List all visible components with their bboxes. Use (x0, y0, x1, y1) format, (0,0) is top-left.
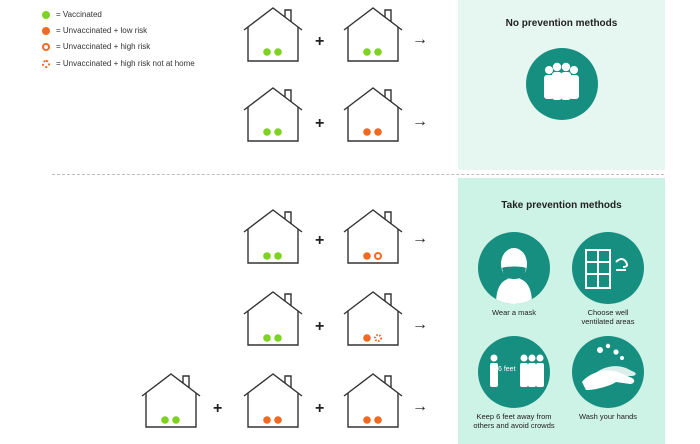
caption-line: others and avoid crowds (473, 421, 555, 430)
house-low-and-high-risk (340, 206, 406, 266)
caption-wash-hands: Wash your hands (578, 412, 638, 421)
legend-label: = Unvaccinated + high risk not at home (56, 59, 195, 68)
house-vaccinated-pair (240, 4, 306, 64)
panel-title: No prevention methods (505, 18, 618, 29)
house-unvaccinated-low-pair (340, 370, 406, 430)
hand-wash-icon (572, 336, 644, 408)
legend-label: = Vaccinated (56, 10, 102, 19)
mask-face-icon (478, 232, 550, 304)
panel-title: Take prevention methods (501, 200, 622, 211)
caption-line: ventilated areas (581, 317, 635, 326)
caption-keep-distance: Keep 6 feet away from others and avoid c… (464, 412, 564, 430)
section-divider (52, 174, 664, 175)
right-arrow-icon: → (412, 316, 428, 333)
open-window-icon (572, 232, 644, 304)
orange-dot-icon (42, 26, 50, 35)
plus-sign: + (213, 400, 223, 417)
orange-dotted-ring-icon (42, 59, 50, 68)
house-vaccinated-pair (240, 288, 306, 348)
legend-vaccinated: = Vaccinated (42, 10, 102, 19)
house-vaccinated-pair (340, 4, 406, 64)
plus-sign: + (315, 318, 325, 335)
no-prevention-panel: No prevention methods (458, 0, 665, 170)
caption-ventilated-areas: Choose well ventilated areas (558, 308, 658, 326)
group-of-people-icon (526, 48, 598, 120)
prevention-panel: Take prevention methods Wear a mask Choo… (458, 178, 665, 444)
plus-sign: + (315, 115, 325, 132)
plus-sign: + (315, 33, 325, 50)
right-arrow-icon: → (412, 398, 428, 415)
house-vaccinated-pair (138, 370, 204, 430)
plus-sign: + (315, 232, 325, 249)
legend-unvaccinated-high: = Unvaccinated + high risk (42, 42, 150, 51)
legend-label: = Unvaccinated + low risk (56, 26, 148, 35)
house-low-and-high-risk-away (340, 288, 406, 348)
house-vaccinated-pair (240, 84, 306, 144)
legend-unvaccinated-low: = Unvaccinated + low risk (42, 26, 147, 35)
legend-unvaccinated-high-away: = Unvaccinated + high risk not at home (42, 59, 195, 68)
house-unvaccinated-low-pair (240, 370, 306, 430)
house-vaccinated-pair (240, 206, 306, 266)
legend: = Vaccinated = Unvaccinated + low risk =… (34, 0, 195, 80)
distance-label: 6 feet (498, 366, 516, 373)
plus-sign: + (315, 400, 325, 417)
right-arrow-icon: → (412, 230, 428, 247)
green-dot-icon (42, 10, 50, 19)
house-unvaccinated-low-pair (340, 84, 406, 144)
right-arrow-icon: → (412, 113, 428, 130)
caption-wear-mask: Wear a mask (491, 308, 537, 317)
orange-ring-icon (42, 42, 50, 51)
distance-icon: 6 feet (478, 336, 550, 408)
legend-label: = Unvaccinated + high risk (56, 42, 151, 51)
right-arrow-icon: → (412, 31, 428, 48)
caption-line: Keep 6 feet away from (476, 412, 552, 421)
caption-line: Choose well (587, 308, 629, 317)
